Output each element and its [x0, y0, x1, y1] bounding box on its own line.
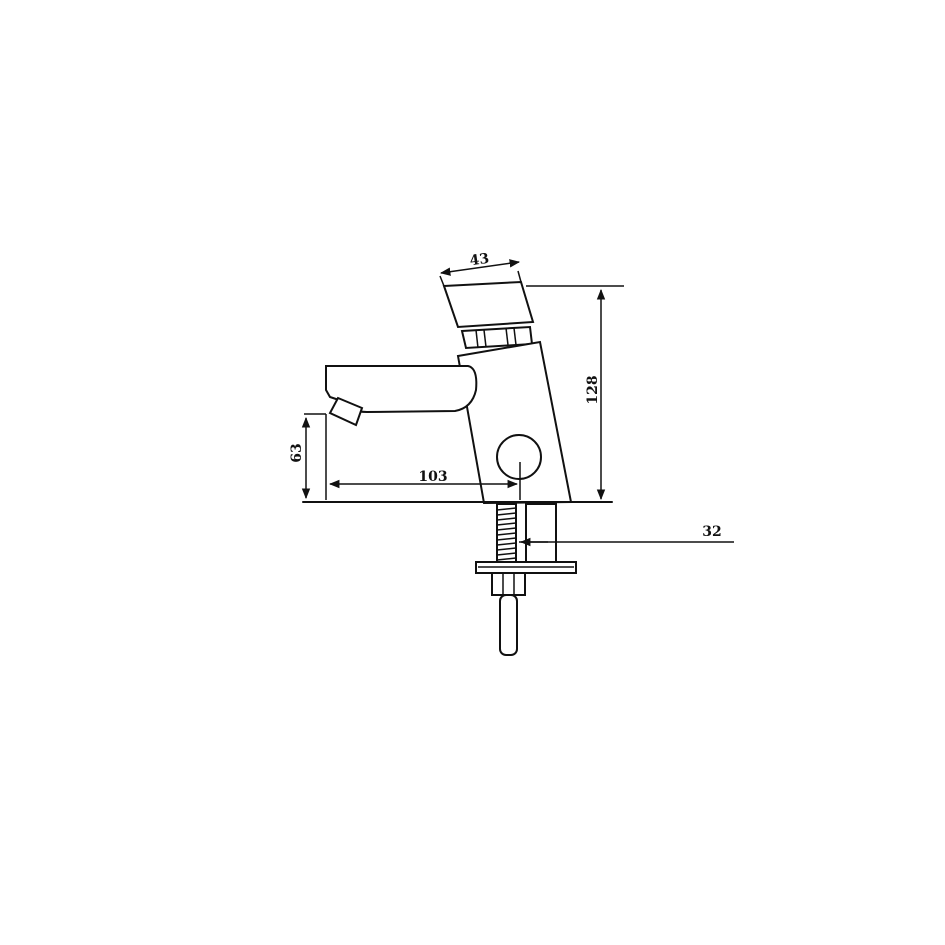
inlet-shank	[525, 503, 557, 563]
dimension-spout-height-label: 63	[289, 443, 305, 462]
dimension-head-width: 43	[439, 251, 521, 276]
tap-body	[456, 340, 573, 505]
dimension-head-width-label: 43	[469, 251, 491, 270]
push-button-head	[439, 270, 535, 329]
dimension-spout-height: 63	[289, 416, 311, 500]
dimension-spout-reach: 103	[328, 469, 519, 489]
thread-lines	[496, 507, 517, 561]
dimension-shank: 32	[519, 524, 734, 547]
dimension-spout-reach-label: 103	[418, 469, 447, 485]
inlet-pipe	[499, 594, 518, 656]
cartridge-knob	[496, 434, 542, 480]
dimension-total-height: 128	[585, 288, 606, 501]
dimension-shank-label: 32	[702, 524, 721, 540]
mounting-kit	[475, 503, 577, 656]
fixing-nut	[491, 572, 526, 596]
spout	[325, 365, 478, 427]
dimension-total-height-label: 128	[585, 375, 601, 404]
extension-lines	[302, 285, 624, 503]
spout-aerator	[328, 396, 364, 427]
